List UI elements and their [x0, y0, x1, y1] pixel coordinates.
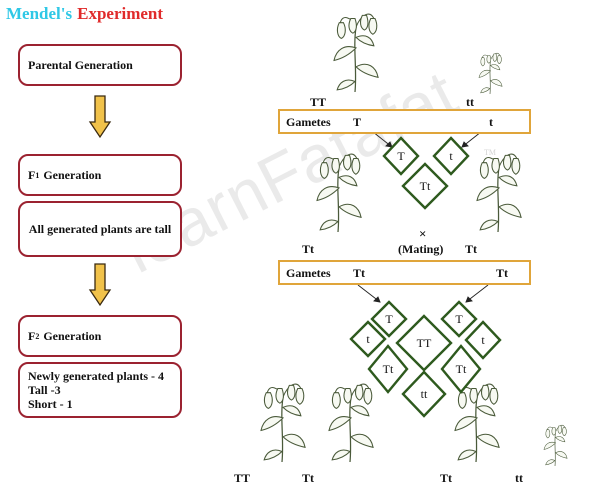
f1-subscript: 1 [35, 170, 40, 180]
gamete-Tt-right-label: Tt [496, 266, 508, 280]
f2-subscript: 2 [35, 331, 40, 341]
mating-left-label: Tt [302, 242, 314, 256]
gamete-T-label: T [353, 115, 362, 129]
cross2-diamonds [349, 300, 502, 418]
f2-suffix: Generation [43, 328, 102, 343]
plant-f1-left [316, 153, 362, 233]
gamete-Tt-left-label: Tt [353, 266, 365, 280]
title-mendels: Mendel's [6, 4, 73, 23]
diamond-offspring-TT [395, 314, 453, 372]
diamond-gamete-T [382, 136, 420, 176]
offspring-Tt-1-text: Tt [382, 362, 394, 376]
bottom-label-Tt-1: Tt [302, 471, 314, 485]
plant-f2-4 [543, 424, 568, 467]
parental-generation-label: Parental Generation [28, 57, 133, 72]
gamete-t-1-text: t [366, 332, 370, 346]
gametes-label-2: Gametes [286, 266, 331, 280]
mating-label: (Mating) [398, 242, 444, 256]
plant-f2-3 [454, 383, 500, 463]
f1-suffix: Generation [43, 167, 102, 182]
gamete-T-1-text: T [385, 312, 393, 326]
cross1-diamonds [382, 136, 470, 210]
f1-note-box: All generated plants are tall [18, 201, 182, 257]
diamond-offspring-Tt-2 [440, 344, 482, 394]
f2-line-short: Short - 1 [28, 397, 73, 411]
plant-f2-1 [260, 383, 306, 463]
bottom-label-tt: tt [515, 471, 523, 485]
parental-generation-box: Parental Generation [18, 44, 182, 86]
mating-right-label: Tt [465, 242, 477, 256]
f2-prefix: F [28, 328, 36, 343]
diamond-T-text: T [397, 149, 405, 163]
diamond-offspring-Tt [401, 162, 449, 210]
bottom-label-Tt-2: Tt [440, 471, 452, 485]
gametes-label-1: Gametes [286, 115, 331, 129]
cross-symbol: × [419, 226, 427, 241]
parent-tt-tall-label: TT [310, 95, 327, 109]
parent-tt-short-label: tt [466, 95, 474, 109]
diamond-Tt-text: Tt [419, 179, 431, 193]
diamond-gamete-T-2 [440, 300, 478, 338]
watermark-tm: TM [484, 148, 496, 157]
gamete-T-2-text: T [455, 312, 463, 326]
down-arrow-icon [88, 95, 112, 139]
title-experiment: Experiment [77, 4, 164, 23]
plant-parent-tall [333, 13, 379, 93]
down-arrow-icon-2 [88, 263, 112, 307]
gamete-t-label: t [489, 115, 493, 129]
plant-f1-right [476, 153, 522, 233]
offspring-Tt-2-text: Tt [455, 362, 467, 376]
diamond-gamete-t-2 [464, 320, 502, 360]
f2-result-box: Newly generated plants - 4 Tall -3 Short… [18, 362, 182, 418]
diamond-offspring-Tt-1 [367, 344, 409, 394]
diamond-gamete-t-1 [349, 320, 387, 358]
diamond-offspring-tt [401, 370, 447, 418]
f1-prefix: F [28, 167, 36, 182]
f1-note: All generated plants are tall [28, 221, 172, 236]
plant-f2-2 [328, 383, 374, 463]
gamete-t-2-text: t [481, 333, 485, 347]
offspring-TT-text: TT [416, 336, 432, 350]
bottom-label-TT: TT [234, 471, 251, 485]
plant-parent-short [478, 52, 503, 95]
gametes-strip-1: Gametes T t [278, 109, 531, 134]
diamond-gamete-t [432, 136, 470, 176]
diamond-gamete-T-1 [370, 300, 408, 338]
f2-line-total: Newly generated plants - 4 [28, 369, 164, 383]
gametes-strip-2: Gametes Tt Tt [278, 260, 531, 285]
f2-line-tall: Tall -3 [28, 383, 61, 397]
offspring-tt-text: tt [420, 387, 428, 401]
diamond-t-text: t [449, 149, 453, 163]
cross2-lines [357, 284, 489, 303]
